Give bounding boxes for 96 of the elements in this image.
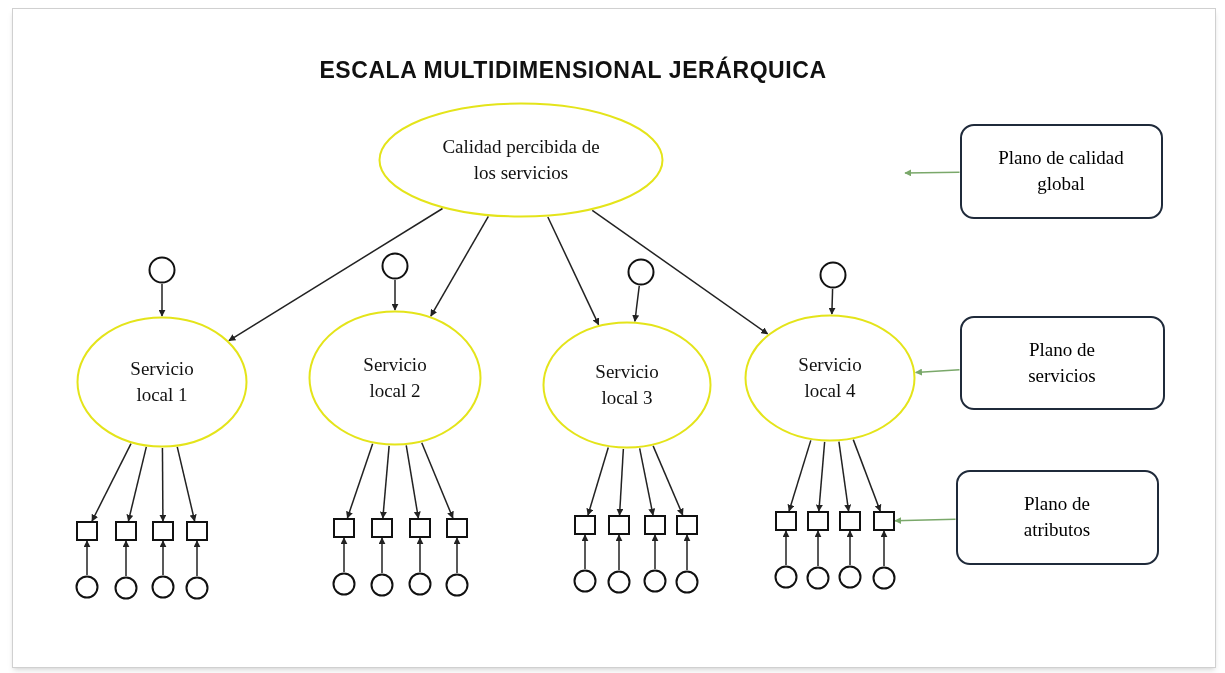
arrow	[346, 442, 374, 519]
arrow	[846, 530, 854, 566]
indicator-square	[409, 518, 431, 538]
small-circle	[114, 576, 138, 600]
box-label: Plano de atributos	[1022, 492, 1092, 542]
small-circle	[148, 256, 176, 284]
small-circle	[643, 569, 667, 593]
arrow	[416, 537, 424, 573]
indicator-square	[839, 511, 861, 531]
arrow	[378, 537, 386, 574]
arrow	[787, 439, 812, 512]
small-circle	[151, 575, 175, 599]
node-text: Servicio local 2	[362, 353, 428, 403]
ellipse-node	[76, 316, 248, 448]
arrow	[228, 207, 444, 342]
arrow	[616, 448, 625, 516]
ellipse-node	[542, 321, 712, 449]
ellipse-node	[308, 310, 482, 446]
small-circle	[185, 576, 209, 600]
indicator-square	[676, 515, 698, 535]
small-circle	[607, 570, 631, 594]
arrow	[651, 534, 659, 570]
arrow	[379, 445, 390, 519]
plane-box	[959, 123, 1163, 219]
box-label: Plano de calidad global	[997, 146, 1125, 196]
arrow	[126, 446, 148, 522]
arrow	[814, 530, 822, 567]
indicator-square	[333, 518, 355, 538]
small-circle	[445, 573, 469, 597]
arrow	[405, 444, 421, 519]
small-circle	[774, 565, 798, 589]
small-circle	[370, 573, 394, 597]
small-circle	[332, 572, 356, 596]
indicator-square	[76, 521, 98, 541]
arrow	[176, 446, 197, 522]
arrow	[581, 534, 589, 570]
arrow	[894, 517, 957, 525]
node-text: Calidad percibida de los servicios	[441, 135, 601, 185]
arrow	[914, 368, 961, 376]
arrow	[91, 442, 132, 522]
arrow	[638, 447, 656, 516]
arrow	[632, 285, 641, 323]
arrow	[83, 540, 91, 576]
diagram-title: ESCALA MULTIDIMENSIONAL JERÁRQUICA	[318, 55, 828, 85]
arrow	[683, 534, 691, 571]
indicator-square	[371, 518, 393, 538]
node-text: Servicio local 4	[797, 353, 863, 403]
arrow	[158, 283, 166, 317]
indicator-square	[775, 511, 797, 531]
plane-box	[955, 469, 1159, 565]
indicator-square	[644, 515, 666, 535]
small-circle	[675, 570, 699, 594]
ellipse-node	[744, 314, 916, 442]
ellipse-node	[378, 102, 664, 218]
arrow	[453, 537, 461, 574]
box-label: Plano de servicios	[1027, 338, 1097, 388]
indicator-square	[446, 518, 468, 538]
small-circle	[806, 566, 830, 590]
node-text: Servicio local 1	[129, 357, 195, 407]
indicator-square	[152, 521, 174, 541]
arrow	[904, 169, 961, 177]
indicator-square	[574, 515, 596, 535]
arrow	[391, 279, 399, 311]
small-circle	[381, 252, 409, 280]
small-circle	[627, 258, 655, 286]
arrow	[340, 537, 348, 573]
arrow	[838, 440, 852, 512]
arrow	[782, 530, 790, 566]
arrow	[591, 209, 769, 335]
arrow	[828, 288, 836, 315]
arrow	[430, 215, 490, 317]
small-circle	[838, 565, 862, 589]
small-circle	[573, 569, 597, 593]
arrow	[615, 534, 623, 571]
indicator-square	[115, 521, 137, 541]
arrow	[159, 447, 167, 522]
arrow	[122, 540, 130, 577]
small-circle	[872, 566, 896, 590]
arrow	[586, 446, 609, 516]
small-circle	[819, 261, 847, 289]
indicator-square	[807, 511, 829, 531]
node-text: Servicio local 3	[594, 360, 660, 410]
indicator-square	[608, 515, 630, 535]
arrow	[880, 530, 888, 567]
indicator-square	[186, 521, 208, 541]
arrow	[193, 540, 201, 577]
small-circle	[75, 575, 99, 599]
small-circle	[408, 572, 432, 596]
plane-box	[959, 316, 1165, 410]
indicator-square	[873, 511, 895, 531]
arrow	[815, 441, 826, 512]
arrow	[547, 216, 600, 326]
arrow	[852, 438, 882, 512]
arrow	[159, 540, 167, 576]
arrow	[421, 441, 454, 519]
arrow	[652, 445, 684, 516]
